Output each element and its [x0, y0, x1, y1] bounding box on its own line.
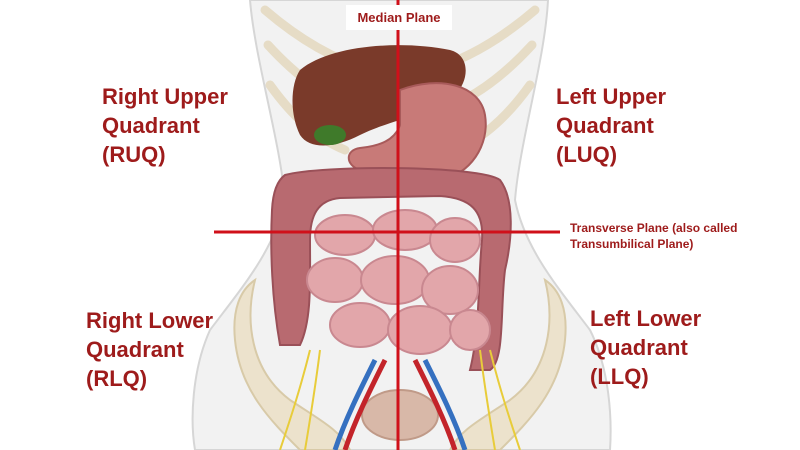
left-upper-quadrant-label: Left Upper Quadrant (LUQ) — [556, 82, 666, 169]
llq-line-2: Quadrant — [590, 335, 688, 360]
transverse-plane-label: Transverse Plane (also called Transumbil… — [570, 220, 737, 252]
luq-line-1: Left Upper — [556, 84, 666, 109]
llq-line-1: Left Lower — [590, 306, 702, 331]
blood-vessels — [332, 358, 468, 450]
ruq-line-3: (RUQ) — [102, 142, 166, 167]
llq-line-3: (LLQ) — [590, 364, 649, 389]
left-lower-quadrant-label: Left Lower Quadrant (LLQ) — [590, 304, 701, 391]
right-upper-quadrant-label: Right Upper Quadrant (RUQ) — [102, 82, 228, 169]
right-lower-quadrant-label: Right Lower Quadrant (RLQ) — [86, 306, 213, 393]
pelvis — [233, 277, 567, 450]
liver — [292, 45, 466, 146]
rlq-line-1: Right Lower — [86, 308, 214, 333]
small-intestine — [306, 209, 491, 355]
luq-line-3: (LUQ) — [556, 142, 618, 167]
ruq-line-2: Quadrant — [102, 113, 200, 138]
rlq-line-2: Quadrant — [86, 337, 184, 362]
nerves — [279, 349, 521, 450]
transverse-label-line-2: Transumbilical Plane) — [570, 237, 694, 251]
bladder — [361, 389, 439, 441]
median-plane-label: Median Plane — [346, 5, 452, 30]
luq-line-2: Quadrant — [556, 113, 654, 138]
ruq-line-1: Right Upper — [102, 84, 228, 109]
rlq-line-3: (RLQ) — [86, 366, 148, 391]
transverse-label-line-1: Transverse Plane (also called — [570, 221, 738, 235]
gallbladder — [314, 125, 346, 145]
